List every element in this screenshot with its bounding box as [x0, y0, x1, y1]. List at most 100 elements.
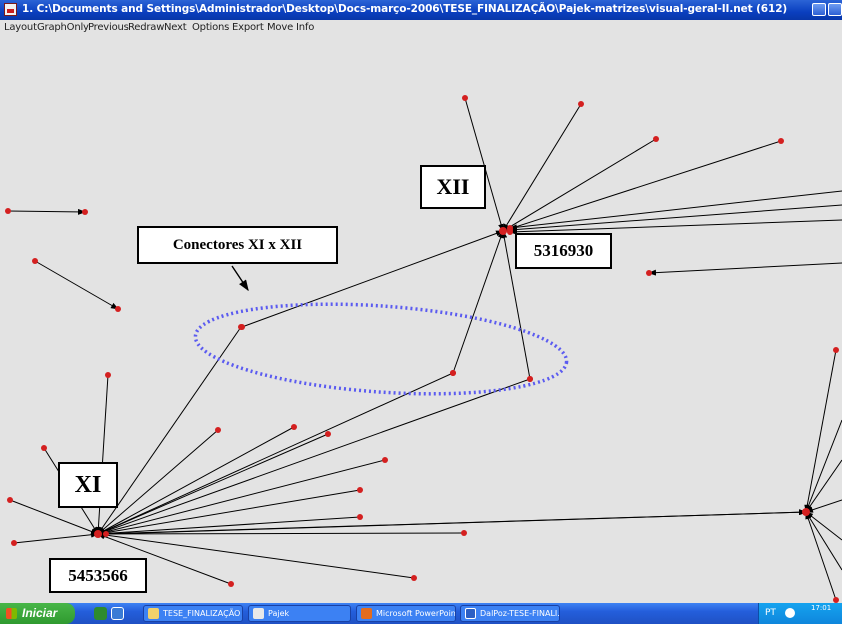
start-button[interactable]: Iniciar: [0, 603, 75, 624]
graph-vertex: [646, 270, 652, 276]
graph-edge: [97, 326, 242, 535]
graph-edge: [13, 531, 99, 544]
task-dalpoz-tese[interactable]: DalPoz-TESE-FINALI...: [460, 605, 560, 622]
graph-vertex: [833, 597, 839, 603]
minimize-button[interactable]: [812, 3, 826, 16]
tray-icon[interactable]: [785, 608, 795, 618]
graph-edge: [97, 433, 329, 535]
graph-vertex: [411, 575, 417, 581]
title-bar[interactable]: 1. C:\Documents and Settings\Administrad…: [0, 0, 842, 20]
language-indicator[interactable]: PT: [765, 608, 776, 618]
graph-edge: [805, 511, 842, 541]
graph-vertex: [7, 497, 13, 503]
powerpoint-icon: [361, 608, 372, 619]
menu-next[interactable]: Next: [164, 22, 187, 33]
connectors-label: Conectores XI x XII: [137, 226, 338, 264]
graph-edge: [97, 459, 386, 536]
hub-vertex: [94, 530, 102, 538]
graph-vertex: [239, 324, 245, 330]
graph-edge: [105, 509, 807, 535]
connectors-highlight-ellipse: [193, 302, 569, 396]
graph-canvas[interactable]: XII 5316930 Conectores XI x XII XI 54535…: [0, 37, 842, 603]
word-icon: [465, 608, 476, 619]
graph-vertex: [450, 370, 456, 376]
menu-redraw[interactable]: Redraw: [128, 22, 165, 33]
graph-vertex: [462, 95, 468, 101]
start-label: Iniciar: [22, 606, 58, 620]
menu-layout[interactable]: Layout: [4, 22, 37, 33]
graph-edge: [805, 419, 842, 513]
menu-options[interactable]: Options: [192, 22, 230, 33]
graph-edge: [97, 533, 232, 585]
pajek-icon: [253, 608, 264, 619]
annotation-arrow: [231, 265, 249, 292]
menu-move[interactable]: Move: [267, 22, 294, 33]
graph-vertex: [507, 229, 513, 235]
graph-vertex: [82, 209, 88, 215]
xi-vertex-id-label: 5453566: [49, 558, 147, 593]
quicklaunch-desktop-icon[interactable]: [94, 607, 107, 620]
window-title: 1. C:\Documents and Settings\Administrad…: [22, 3, 788, 15]
taskbar: Iniciar TESE_FINALIZAÇÃO Pajek Microsoft…: [0, 603, 842, 624]
graph-edge: [648, 262, 842, 276]
graph-vertex: [382, 457, 388, 463]
graph-vertex: [778, 138, 784, 144]
graph-vertex: [228, 581, 234, 587]
menu-graphonly[interactable]: GraphOnly: [37, 22, 89, 33]
graph-edge: [241, 230, 504, 328]
graph-vertex: [578, 101, 584, 107]
graph-edge: [502, 138, 657, 232]
hub-vertex: [499, 227, 507, 235]
graph-edge: [97, 516, 361, 537]
graph-edge: [97, 530, 465, 537]
graph-edge: [34, 260, 119, 310]
graph-vertex: [41, 445, 47, 451]
graph-vertex: [291, 424, 297, 430]
windows-logo-icon: [6, 608, 17, 619]
graph-vertex: [115, 306, 121, 312]
graph-vertex: [103, 531, 109, 537]
graph-edge: [805, 459, 842, 513]
graph-edge: [97, 378, 531, 535]
graph-vertex: [527, 376, 533, 382]
menu-info[interactable]: Info: [296, 22, 315, 33]
graph-edge: [805, 511, 837, 601]
folder-icon: [148, 608, 159, 619]
graph-edge: [501, 230, 531, 380]
graph-edge: [509, 204, 842, 233]
graph-edge: [452, 230, 504, 374]
graph-edge: [9, 499, 99, 535]
graph-edge: [97, 531, 415, 579]
xi-cluster-label: XI: [58, 462, 118, 508]
graph-edge: [7, 208, 86, 215]
clock: 17:01: [811, 604, 832, 612]
xii-vertex-id-label: 5316930: [515, 233, 612, 269]
graph-vertex: [461, 530, 467, 536]
quicklaunch-browser-icon[interactable]: [111, 607, 124, 620]
graph-vertex: [833, 347, 839, 353]
graph-vertex: [325, 431, 331, 437]
graph-vertex: [215, 427, 221, 433]
network-graph[interactable]: [0, 37, 842, 603]
task-tese-finalizacao[interactable]: TESE_FINALIZAÇÃO: [143, 605, 243, 622]
graph-edge: [97, 426, 295, 535]
graph-vertex: [105, 372, 111, 378]
maximize-button[interactable]: [828, 3, 842, 16]
graph-edge: [97, 429, 219, 535]
graph-edge: [502, 103, 582, 232]
graph-edge: [97, 489, 361, 536]
graph-vertex: [357, 487, 363, 493]
pajek-app-icon[interactable]: [4, 3, 17, 16]
graph-edge: [464, 97, 504, 232]
graph-vertex: [11, 540, 17, 546]
graph-edge: [502, 140, 782, 232]
graph-edge: [97, 372, 454, 535]
menu-export[interactable]: Export: [232, 22, 264, 33]
task-powerpoint[interactable]: Microsoft PowerPoin...: [356, 605, 456, 622]
menu-previous[interactable]: Previous: [88, 22, 129, 33]
graph-vertex: [357, 514, 363, 520]
task-pajek[interactable]: Pajek: [248, 605, 351, 622]
xii-cluster-label: XII: [420, 165, 486, 209]
graph-edge: [95, 374, 109, 535]
hub-vertex: [802, 508, 810, 516]
